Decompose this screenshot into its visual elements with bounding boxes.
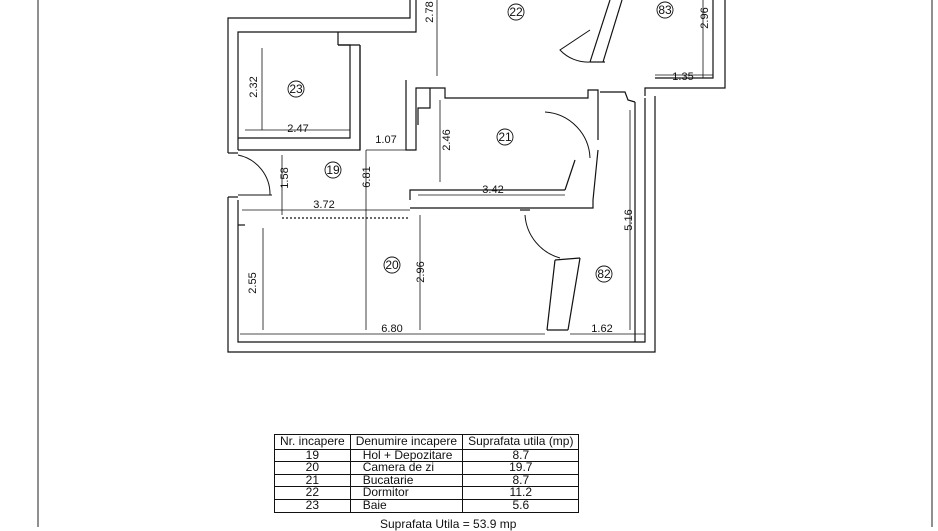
dim-6-81: 6.81 bbox=[361, 166, 373, 187]
cell-room-name: Dormitor bbox=[349, 486, 464, 500]
dim-2-47: 2.47 bbox=[287, 123, 308, 135]
dim-1-07: 1.07 bbox=[375, 134, 396, 146]
room-20-label: 20 bbox=[385, 258, 399, 272]
total-usable-area: Suprafata Utila = 53.9 mp bbox=[380, 517, 517, 531]
table-row: 21 Bucatarie 8.7 bbox=[274, 473, 580, 488]
table-header-row: Nr. incapere Denumire incapere Suprafata… bbox=[274, 434, 580, 450]
door-arc-kitchen bbox=[544, 111, 591, 159]
dim-2-46: 2.46 bbox=[441, 129, 453, 150]
dim-6-80: 6.80 bbox=[381, 323, 402, 335]
cell-room-number: 23 bbox=[274, 498, 351, 513]
room-area-table: Nr. incapere Denumire incapere Suprafata… bbox=[274, 434, 580, 513]
dim-1-35: 1.35 bbox=[672, 71, 693, 83]
header-room-number: Nr. incapere bbox=[274, 434, 351, 450]
room-numbers: 22 83 23 21 19 20 82 bbox=[289, 3, 672, 281]
header-room-area: Suprafata utila (mp) bbox=[462, 434, 580, 450]
room-23-label: 23 bbox=[289, 82, 303, 96]
door-swings bbox=[237, 29, 591, 259]
door-arc-entry bbox=[237, 154, 271, 196]
table-row: 23 Baie 5.6 bbox=[274, 498, 580, 513]
room-22-label: 22 bbox=[509, 5, 523, 19]
room-82-label: 82 bbox=[597, 267, 611, 281]
cell-room-area: 5.6 bbox=[462, 498, 580, 513]
room-markers bbox=[287, 1, 674, 283]
dim-1-62: 1.62 bbox=[591, 323, 612, 335]
dim-3-42: 3.42 bbox=[482, 184, 503, 196]
dim-1-58: 1.58 bbox=[279, 167, 291, 188]
room-83-label: 83 bbox=[658, 3, 672, 17]
dimension-labels: 2.78 2.96 1.35 2.32 2.47 1.07 2.46 3.42 … bbox=[247, 1, 711, 335]
door-arc-living bbox=[524, 214, 561, 259]
dim-2-55: 2.55 bbox=[247, 272, 259, 293]
door-arc-bedroom bbox=[559, 29, 591, 63]
room-19-label: 19 bbox=[326, 163, 340, 177]
table-row: 20 Camera de zi 19.7 bbox=[274, 461, 580, 475]
table-row: 22 Dormitor 11.2 bbox=[274, 486, 580, 500]
header-room-name: Denumire incapere bbox=[349, 434, 464, 450]
dim-2-32: 2.32 bbox=[248, 76, 260, 97]
dim-3-72: 3.72 bbox=[313, 199, 334, 211]
dim-2-96-top: 2.96 bbox=[699, 7, 711, 28]
dim-2-78: 2.78 bbox=[424, 1, 436, 22]
cell-room-name: Baie bbox=[349, 498, 464, 513]
dimension-lines bbox=[240, 0, 713, 335]
room-21-label: 21 bbox=[498, 130, 512, 144]
walls bbox=[227, 0, 726, 353]
dim-5-16: 5.16 bbox=[623, 209, 635, 230]
dim-2-96-living: 2.96 bbox=[415, 261, 427, 282]
